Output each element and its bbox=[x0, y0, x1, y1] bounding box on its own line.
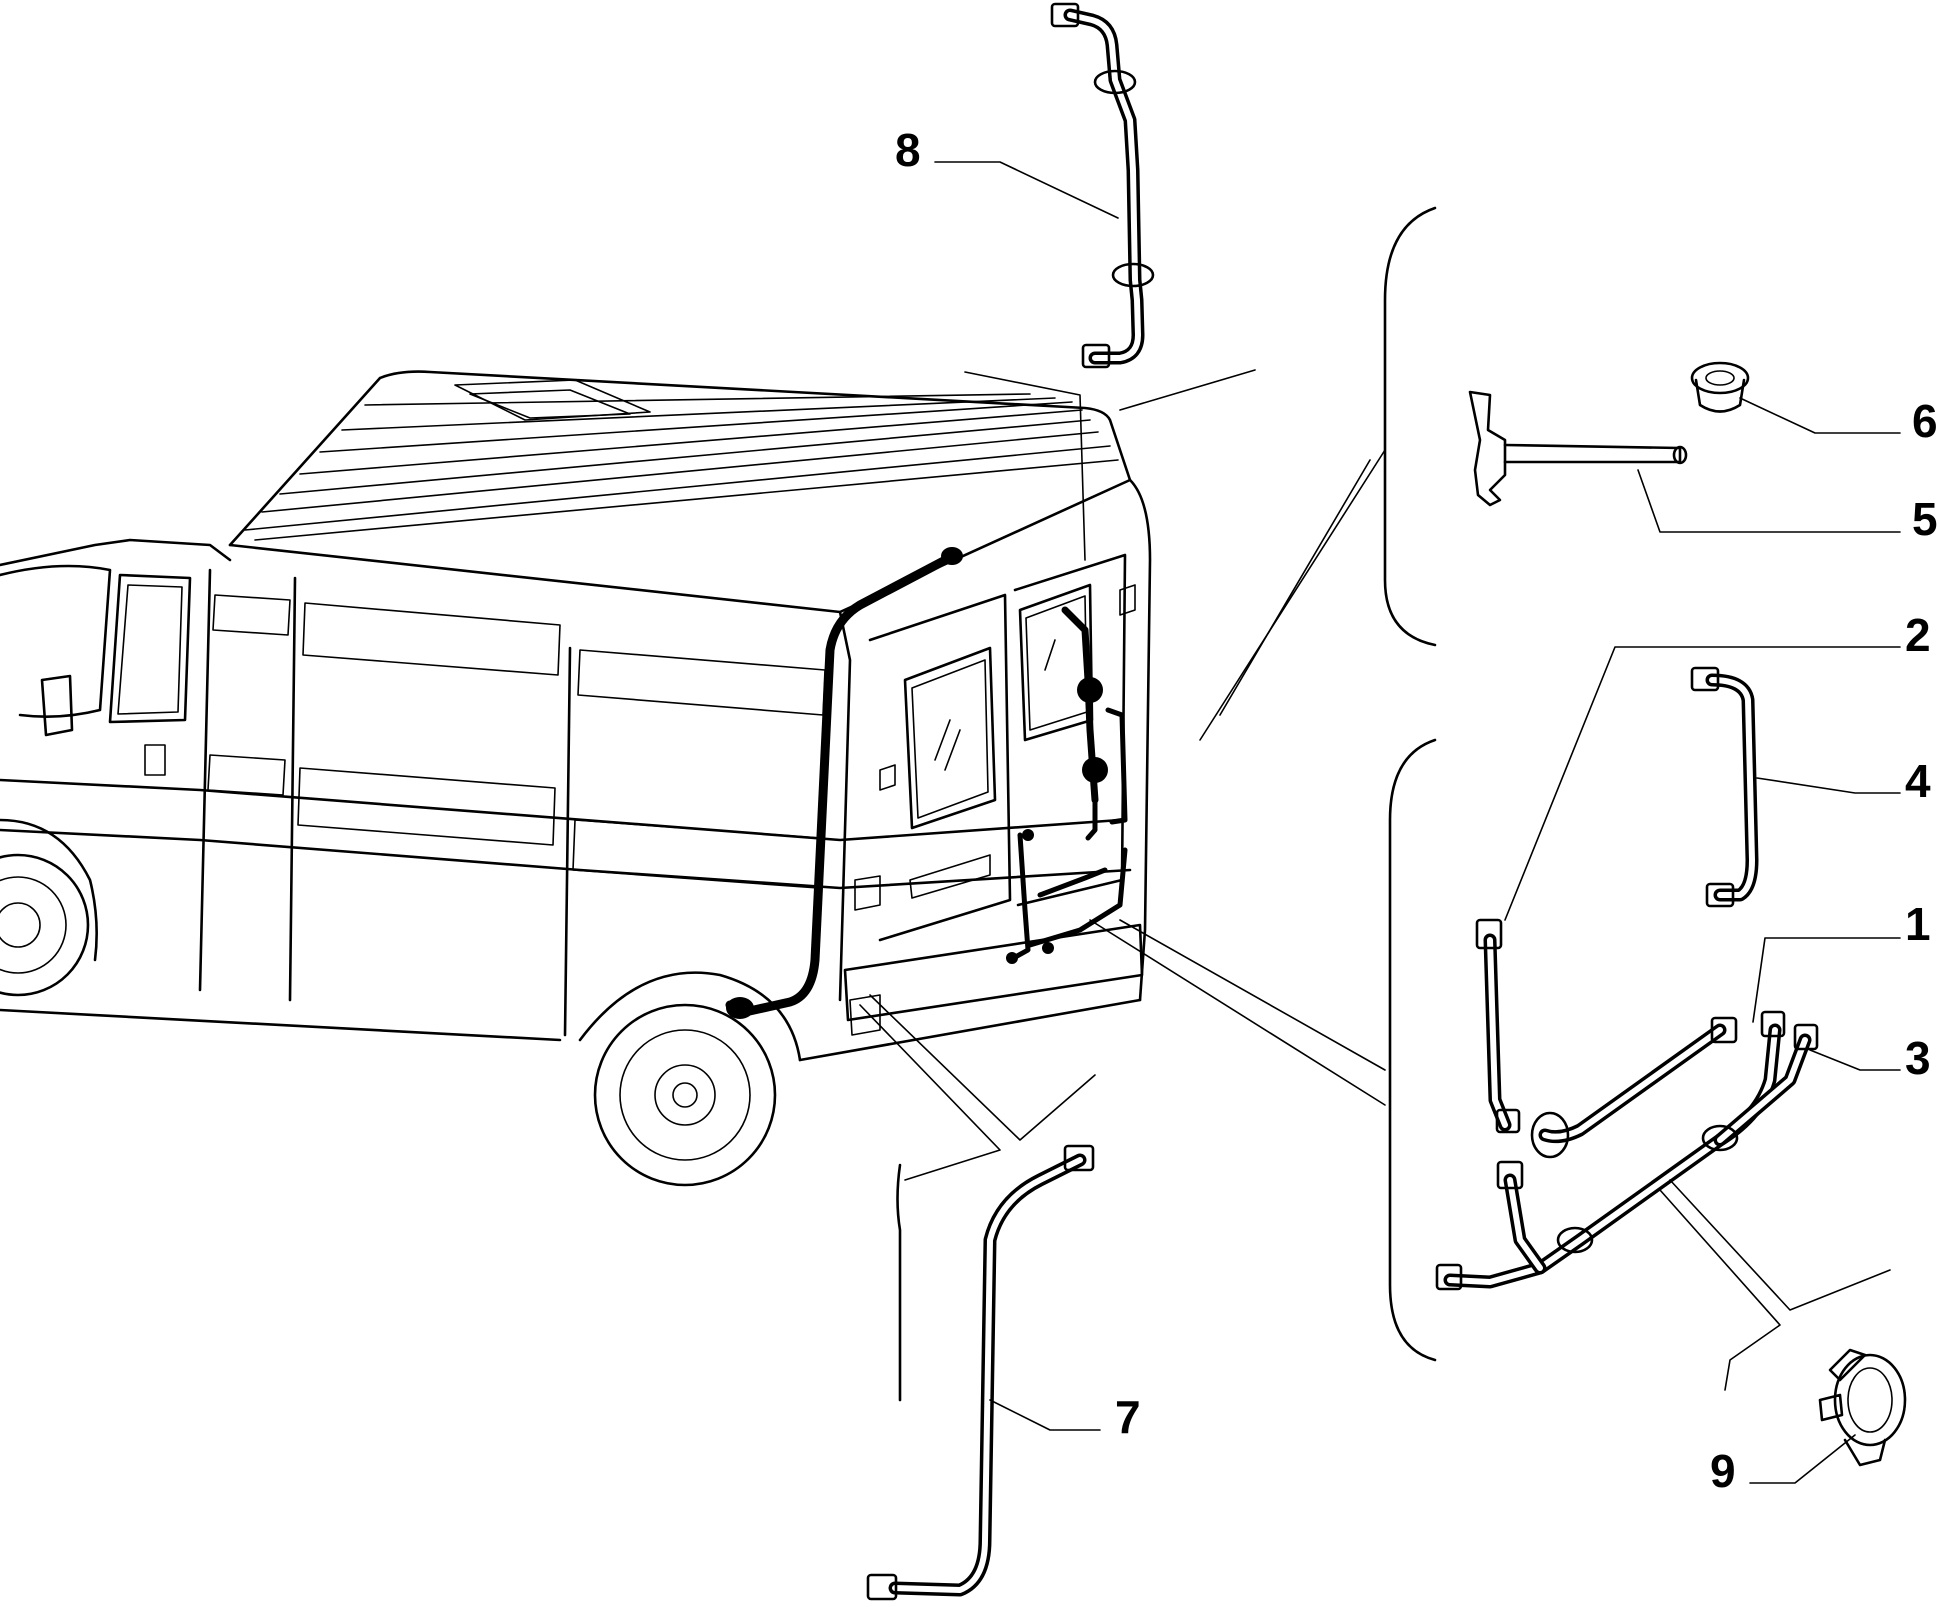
group-brackets bbox=[896, 206, 1437, 1402]
part-8-harness bbox=[1050, 2, 1155, 369]
van-illustration bbox=[0, 370, 1152, 1187]
callout-6: 6 bbox=[1912, 395, 1938, 447]
callout-5: 5 bbox=[1912, 493, 1938, 545]
callout-9: 9 bbox=[1710, 1445, 1736, 1497]
part-6-grommet bbox=[1690, 361, 1750, 413]
part-9-connector bbox=[1818, 1348, 1907, 1467]
part-2-harness bbox=[1475, 918, 1521, 1134]
callout-7: 7 bbox=[1115, 1391, 1141, 1443]
callout-2: 2 bbox=[1905, 609, 1931, 661]
callout-leaders bbox=[934, 161, 1901, 1484]
part-7-harness bbox=[866, 1144, 1095, 1601]
part-5-bracket-rod bbox=[1468, 390, 1688, 507]
installed-harness bbox=[725, 547, 1128, 1019]
callout-4: 4 bbox=[1905, 755, 1931, 807]
part-4-harness bbox=[1690, 666, 1759, 908]
part-1-3-harness bbox=[1435, 1010, 1819, 1291]
callout-8: 8 bbox=[895, 124, 921, 176]
callouts: 8 6 5 2 4 1 3 7 9 bbox=[895, 124, 1938, 1497]
callout-1: 1 bbox=[1905, 898, 1931, 950]
leader-lines bbox=[859, 369, 1891, 1391]
callout-3: 3 bbox=[1905, 1032, 1931, 1084]
